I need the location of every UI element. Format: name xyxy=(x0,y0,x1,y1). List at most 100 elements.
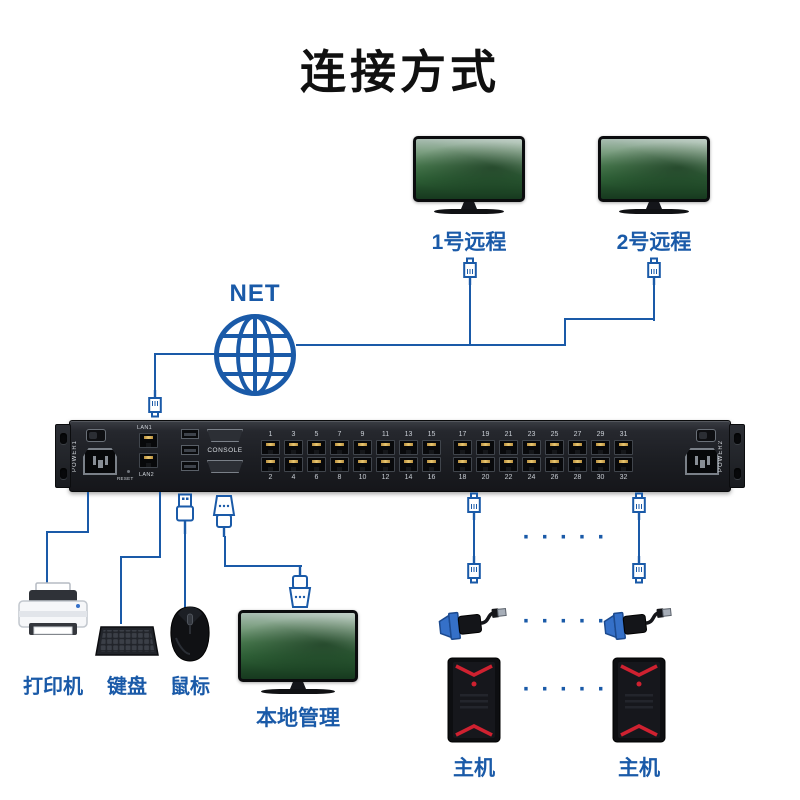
remote-monitor-2 xyxy=(598,136,710,214)
kvm-dongle-icon xyxy=(436,598,510,651)
port-number-top: 17 xyxy=(458,431,467,438)
rj45-port xyxy=(353,440,372,455)
local-label: 本地管理 xyxy=(256,707,340,730)
rack-ear-left xyxy=(55,424,71,488)
port-number-bottom: 12 xyxy=(381,474,390,481)
rj45-port xyxy=(376,457,395,472)
port-number-top: 11 xyxy=(381,431,390,438)
port-number-top: 13 xyxy=(404,431,413,438)
port-number-bottom: 4 xyxy=(291,474,296,481)
lan1-port xyxy=(139,433,158,448)
rj45-port xyxy=(422,457,441,472)
port-number-top: 21 xyxy=(504,431,513,438)
rj45-port xyxy=(499,440,518,455)
power1-label: POWER1 xyxy=(72,440,78,473)
mouse-icon xyxy=(166,604,214,664)
power-switch-right xyxy=(696,429,716,442)
tv-screen xyxy=(598,136,710,202)
rj45-port xyxy=(522,440,541,455)
power-inlet-right xyxy=(685,448,719,475)
usb-port xyxy=(181,445,199,455)
port-number-bottom: 8 xyxy=(337,474,342,481)
rj45-port xyxy=(499,457,518,472)
net-plug-icon xyxy=(646,257,662,285)
net-plug-icon xyxy=(462,257,478,285)
port-number-top: 29 xyxy=(596,431,605,438)
wire xyxy=(46,531,89,533)
kvm-dongle-icon xyxy=(601,598,675,651)
screw-slot xyxy=(734,468,741,479)
tv-base xyxy=(434,209,504,214)
tv-image xyxy=(241,613,355,679)
tv-stand xyxy=(290,682,306,689)
rj45-port xyxy=(307,457,326,472)
reset-pinhole xyxy=(127,470,130,473)
rj45-port xyxy=(568,440,587,455)
rj45-port xyxy=(284,457,303,472)
rj45-port xyxy=(284,440,303,455)
tv-base xyxy=(260,689,336,694)
wire xyxy=(473,519,475,558)
screw-slot xyxy=(734,433,741,444)
port-number-top: 27 xyxy=(573,431,582,438)
port-column: 21 22 xyxy=(498,430,519,482)
rj45-port xyxy=(307,440,326,455)
rj45-port xyxy=(453,440,472,455)
port-number-bottom: 6 xyxy=(314,474,319,481)
net-plug-icon xyxy=(466,556,482,584)
port-number-bottom: 22 xyxy=(504,474,513,481)
printer-icon xyxy=(16,582,90,640)
usb-port xyxy=(181,461,199,471)
port-number-top: 7 xyxy=(337,431,342,438)
port-number-bottom: 24 xyxy=(527,474,536,481)
tv-screen xyxy=(413,136,525,202)
keyboard-icon xyxy=(94,620,160,662)
tv-stand xyxy=(461,202,477,209)
rj45-port xyxy=(568,457,587,472)
host-tower-icon xyxy=(444,656,504,744)
rj45-port xyxy=(261,457,280,472)
rj45-port xyxy=(399,457,418,472)
rj45-port xyxy=(422,440,441,455)
kvm-body xyxy=(69,420,731,492)
tv-base xyxy=(619,209,689,214)
wire xyxy=(224,536,226,567)
wire xyxy=(154,353,215,355)
lan2-port xyxy=(139,453,158,468)
remote-2-label: 2号远程 xyxy=(616,231,692,254)
tv-stand xyxy=(646,202,662,209)
rj45-port xyxy=(476,457,495,472)
net-label: NET xyxy=(229,280,281,307)
rj45-port xyxy=(453,457,472,472)
wire xyxy=(296,344,566,346)
console-vga-port-top xyxy=(207,429,243,442)
page-title: 连接方式 xyxy=(300,46,500,98)
rj45-port xyxy=(545,440,564,455)
port-number-top: 3 xyxy=(291,431,296,438)
local-monitor xyxy=(238,610,358,694)
ellipsis-separator: · · · · · xyxy=(522,608,608,635)
wire xyxy=(120,556,161,558)
tv-screen xyxy=(238,610,358,682)
net-plug-icon xyxy=(147,390,163,418)
wire xyxy=(564,318,566,346)
rj45-port xyxy=(522,457,541,472)
globe-icon xyxy=(212,312,298,398)
net-plug-icon xyxy=(631,492,647,520)
screw-slot xyxy=(60,468,67,479)
port-number-bottom: 10 xyxy=(358,474,367,481)
ellipsis-separator: · · · · · xyxy=(522,524,608,551)
ellipsis-separator: · · · · · xyxy=(522,676,608,703)
printer-label: 打印机 xyxy=(23,676,83,698)
rj45-port xyxy=(591,457,610,472)
port-number-top: 1 xyxy=(268,431,273,438)
